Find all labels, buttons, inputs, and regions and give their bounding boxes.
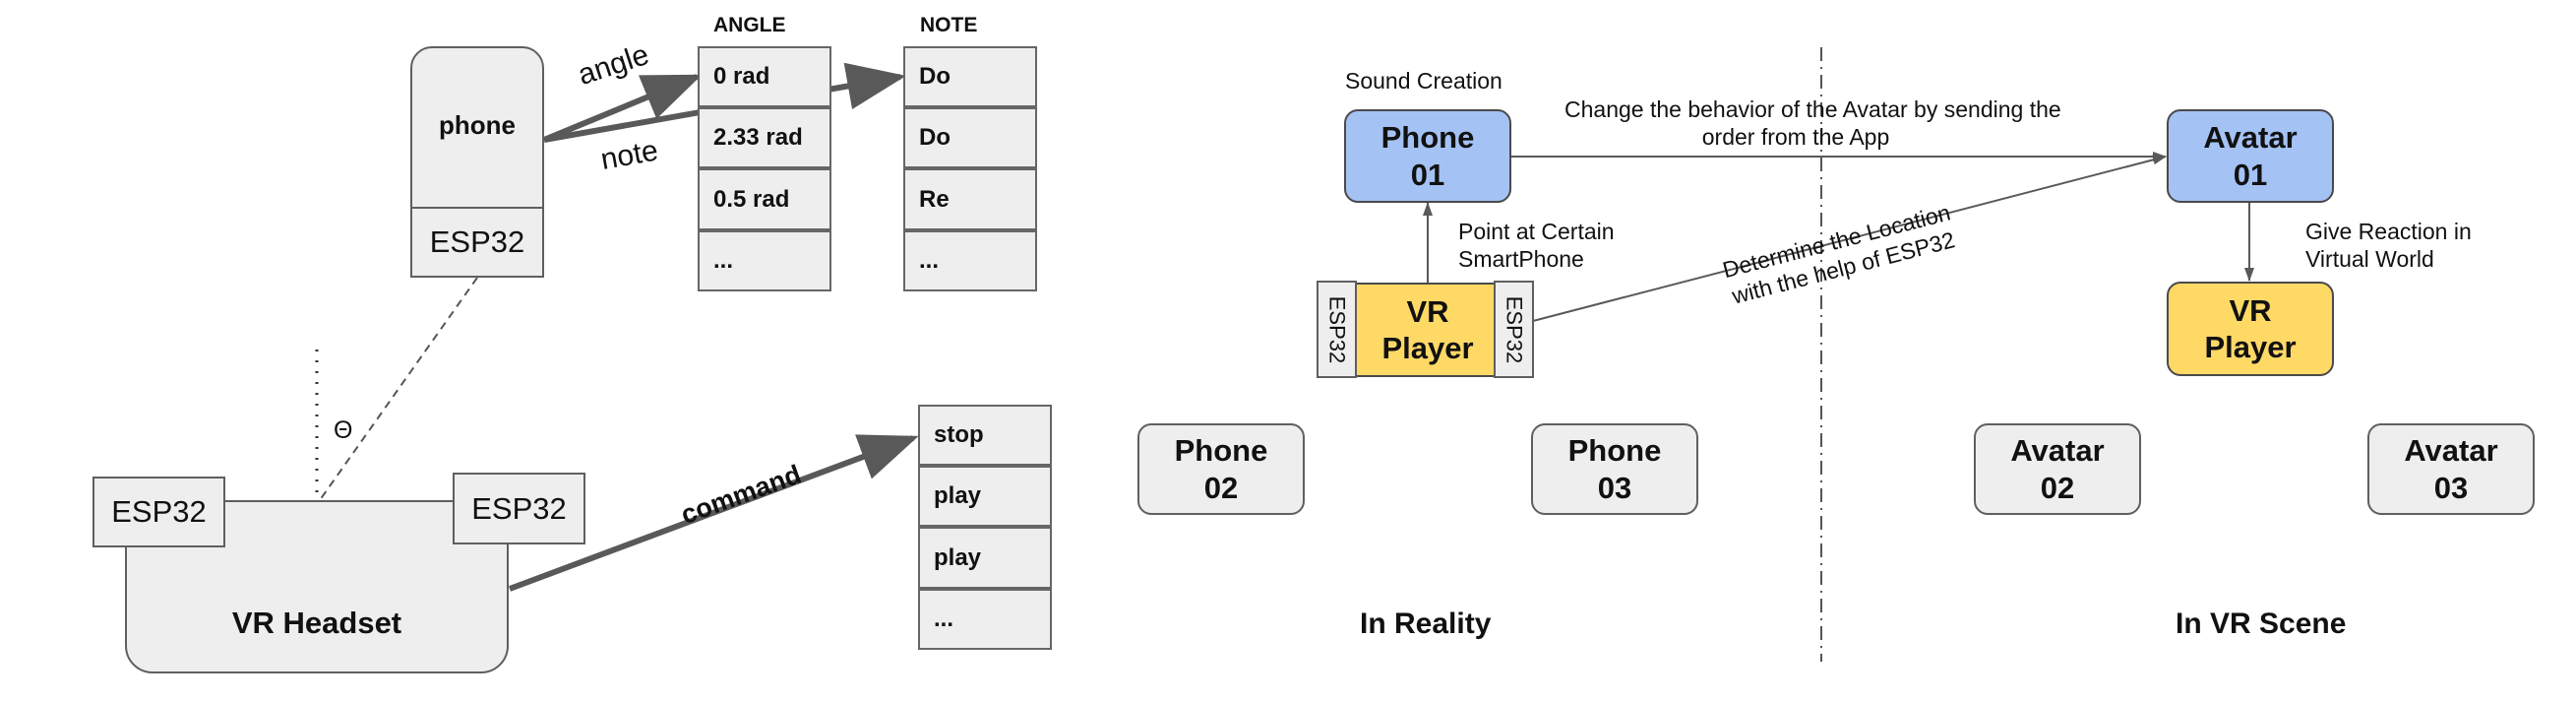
vr-player-esp32-left: ESP32: [1317, 281, 1357, 378]
point-at-label: Point at Certain SmartPhone: [1458, 219, 1615, 273]
in-vr-scene-caption: In VR Scene: [2176, 607, 2347, 640]
avatar-01-node: Avatar 01: [2167, 109, 2334, 203]
phone-01-name: Phone: [1380, 120, 1475, 156]
angle-cell: 0.5 rad: [698, 168, 831, 230]
vr-headset-label: VR Headset: [231, 606, 402, 640]
avatar-02-name: Avatar: [2010, 433, 2105, 469]
phone-02-node: Phone 02: [1137, 423, 1305, 515]
angle-arrow: [542, 74, 703, 143]
angle-cell: 0 rad: [698, 46, 831, 107]
phone-01-node: Phone 01: [1344, 109, 1511, 203]
headset-esp32-right-label: ESP32: [471, 490, 567, 526]
vr-player-reality-line1: VR: [1406, 293, 1449, 329]
note-cell: Do: [903, 46, 1037, 107]
command-cell: play: [918, 527, 1052, 589]
command-cell: play: [918, 466, 1052, 527]
phone-03-number: 03: [1597, 470, 1632, 505]
phone-01-number: 01: [1410, 157, 1445, 192]
command-cell: stop: [918, 405, 1052, 466]
avatar-02-number: 02: [2040, 470, 2075, 505]
phone-esp32-box: ESP32: [410, 207, 544, 278]
note-cell: Re: [903, 168, 1037, 230]
vr-player-reality-line2: Player: [1381, 331, 1474, 365]
give-reaction-line2: Virtual World: [2305, 245, 2434, 272]
note-header: NOTE: [920, 14, 978, 36]
avatar-03-number: 03: [2433, 470, 2469, 505]
phone-02-number: 02: [1203, 470, 1239, 505]
theta-label: Θ: [334, 416, 353, 444]
avatar-01-name: Avatar: [2203, 120, 2298, 156]
sound-creation-label: Sound Creation: [1345, 68, 1503, 94]
note-cell: ...: [903, 230, 1037, 291]
angle-header: ANGLE: [713, 14, 786, 36]
headset-esp32-left-label: ESP32: [111, 494, 207, 529]
angle-cell: 2.33 rad: [698, 107, 831, 168]
point-at-line2: SmartPhone: [1458, 245, 1584, 272]
avatar-02-node: Avatar 02: [1974, 423, 2141, 515]
change-behavior-line1: Change the behavior of the Avatar by sen…: [1564, 96, 2061, 122]
determine-location-arrow: [1532, 155, 2167, 322]
headset-esp32-right: ESP32: [453, 473, 585, 544]
command-arrow: [508, 434, 919, 592]
vr-player-scene-node: VR Player: [2167, 282, 2334, 376]
give-reaction-label: Give Reaction in Virtual World: [2305, 219, 2472, 273]
phone-box: phone: [410, 46, 544, 223]
give-reaction-line1: Give Reaction in: [2305, 219, 2472, 244]
vr-player-esp32-left-label: ESP32: [1324, 295, 1350, 363]
in-reality-caption: In Reality: [1360, 607, 1492, 640]
angle-cell: ...: [698, 230, 831, 291]
phone-02-name: Phone: [1174, 433, 1268, 469]
vr-player-esp32-right-label: ESP32: [1502, 295, 1527, 363]
phone-03-name: Phone: [1567, 433, 1662, 469]
avatar-03-name: Avatar: [2404, 433, 2498, 469]
point-at-line1: Point at Certain: [1458, 219, 1615, 244]
change-behavior-line2: order from the App: [1701, 124, 1890, 151]
phone-esp32-label: ESP32: [429, 224, 525, 259]
vr-player-esp32-right: ESP32: [1494, 281, 1534, 378]
avatar-03-node: Avatar 03: [2367, 423, 2535, 515]
change-behavior-label: Change the behavior of the Avatar by sen…: [1564, 96, 2061, 151]
vr-player-reality-node: VR Player: [1355, 283, 1501, 377]
vr-player-scene-line2: Player: [2204, 330, 2297, 364]
phone-label: phone: [439, 109, 516, 140]
phone-03-node: Phone 03: [1531, 423, 1698, 515]
headset-esp32-left: ESP32: [92, 477, 225, 547]
dashed-link: [319, 277, 478, 501]
avatar-01-number: 01: [2233, 157, 2268, 192]
vr-player-scene-line1: VR: [2229, 292, 2272, 328]
note-cell: Do: [903, 107, 1037, 168]
command-cell: ...: [918, 589, 1052, 650]
